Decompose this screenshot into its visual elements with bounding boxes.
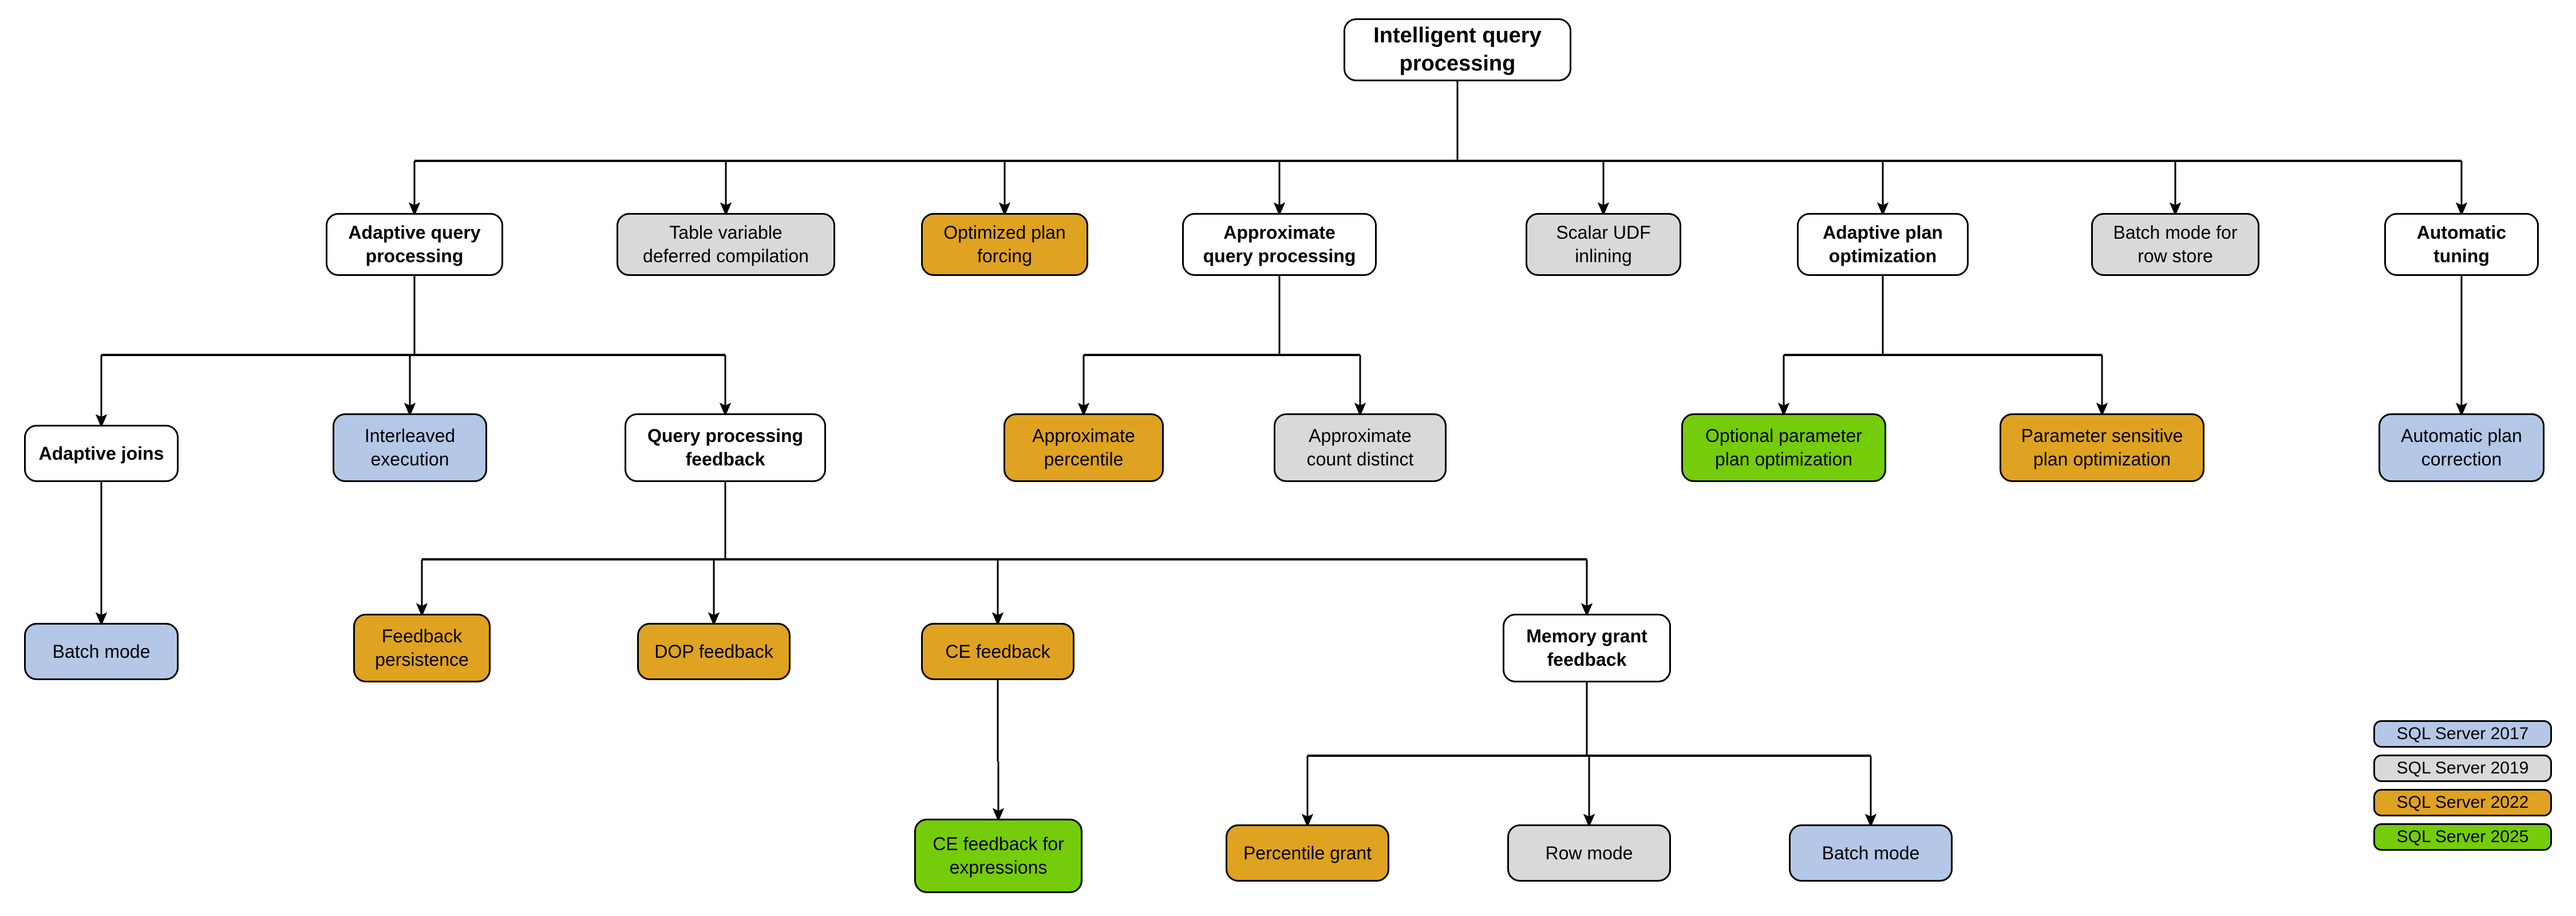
node-ce_feedback[interactable]: CE feedback [921, 623, 1074, 680]
node-label: Row mode [1545, 842, 1633, 863]
node-batch_mode_aj[interactable]: Batch mode [24, 623, 179, 680]
node-dop_feedback[interactable]: DOP feedback [637, 623, 791, 680]
legend-item-sql-server-2025[interactable]: SQL Server 2025 [2373, 823, 2552, 851]
legend-item-sql-server-2022[interactable]: SQL Server 2022 [2373, 789, 2552, 816]
node-pct_grant[interactable]: Percentile grant [1226, 824, 1389, 882]
node-batch_mode_mgf[interactable]: Batch mode [1789, 824, 1953, 882]
node-label: Adaptive joins [38, 443, 164, 464]
legend-item-label: SQL Server 2017 [2396, 724, 2529, 743]
node-label: DOP feedback [654, 641, 773, 662]
legend-item-label: SQL Server 2019 [2396, 759, 2529, 777]
legend-item-label: SQL Server 2025 [2396, 827, 2529, 846]
node-label: Batch mode [1822, 842, 1920, 863]
node-label: CE feedback [945, 641, 1050, 662]
node-adaptive_joins[interactable]: Adaptive joins [24, 425, 179, 482]
node-row_mode[interactable]: Row mode [1507, 824, 1671, 882]
node-label: Percentile grant [1243, 842, 1372, 863]
node-label: Batch mode [52, 641, 151, 662]
legend-item-label: SQL Server 2022 [2396, 793, 2529, 812]
legend-item-sql-server-2019[interactable]: SQL Server 2019 [2373, 755, 2552, 782]
legend-item-sql-server-2017[interactable]: SQL Server 2017 [2373, 720, 2552, 748]
